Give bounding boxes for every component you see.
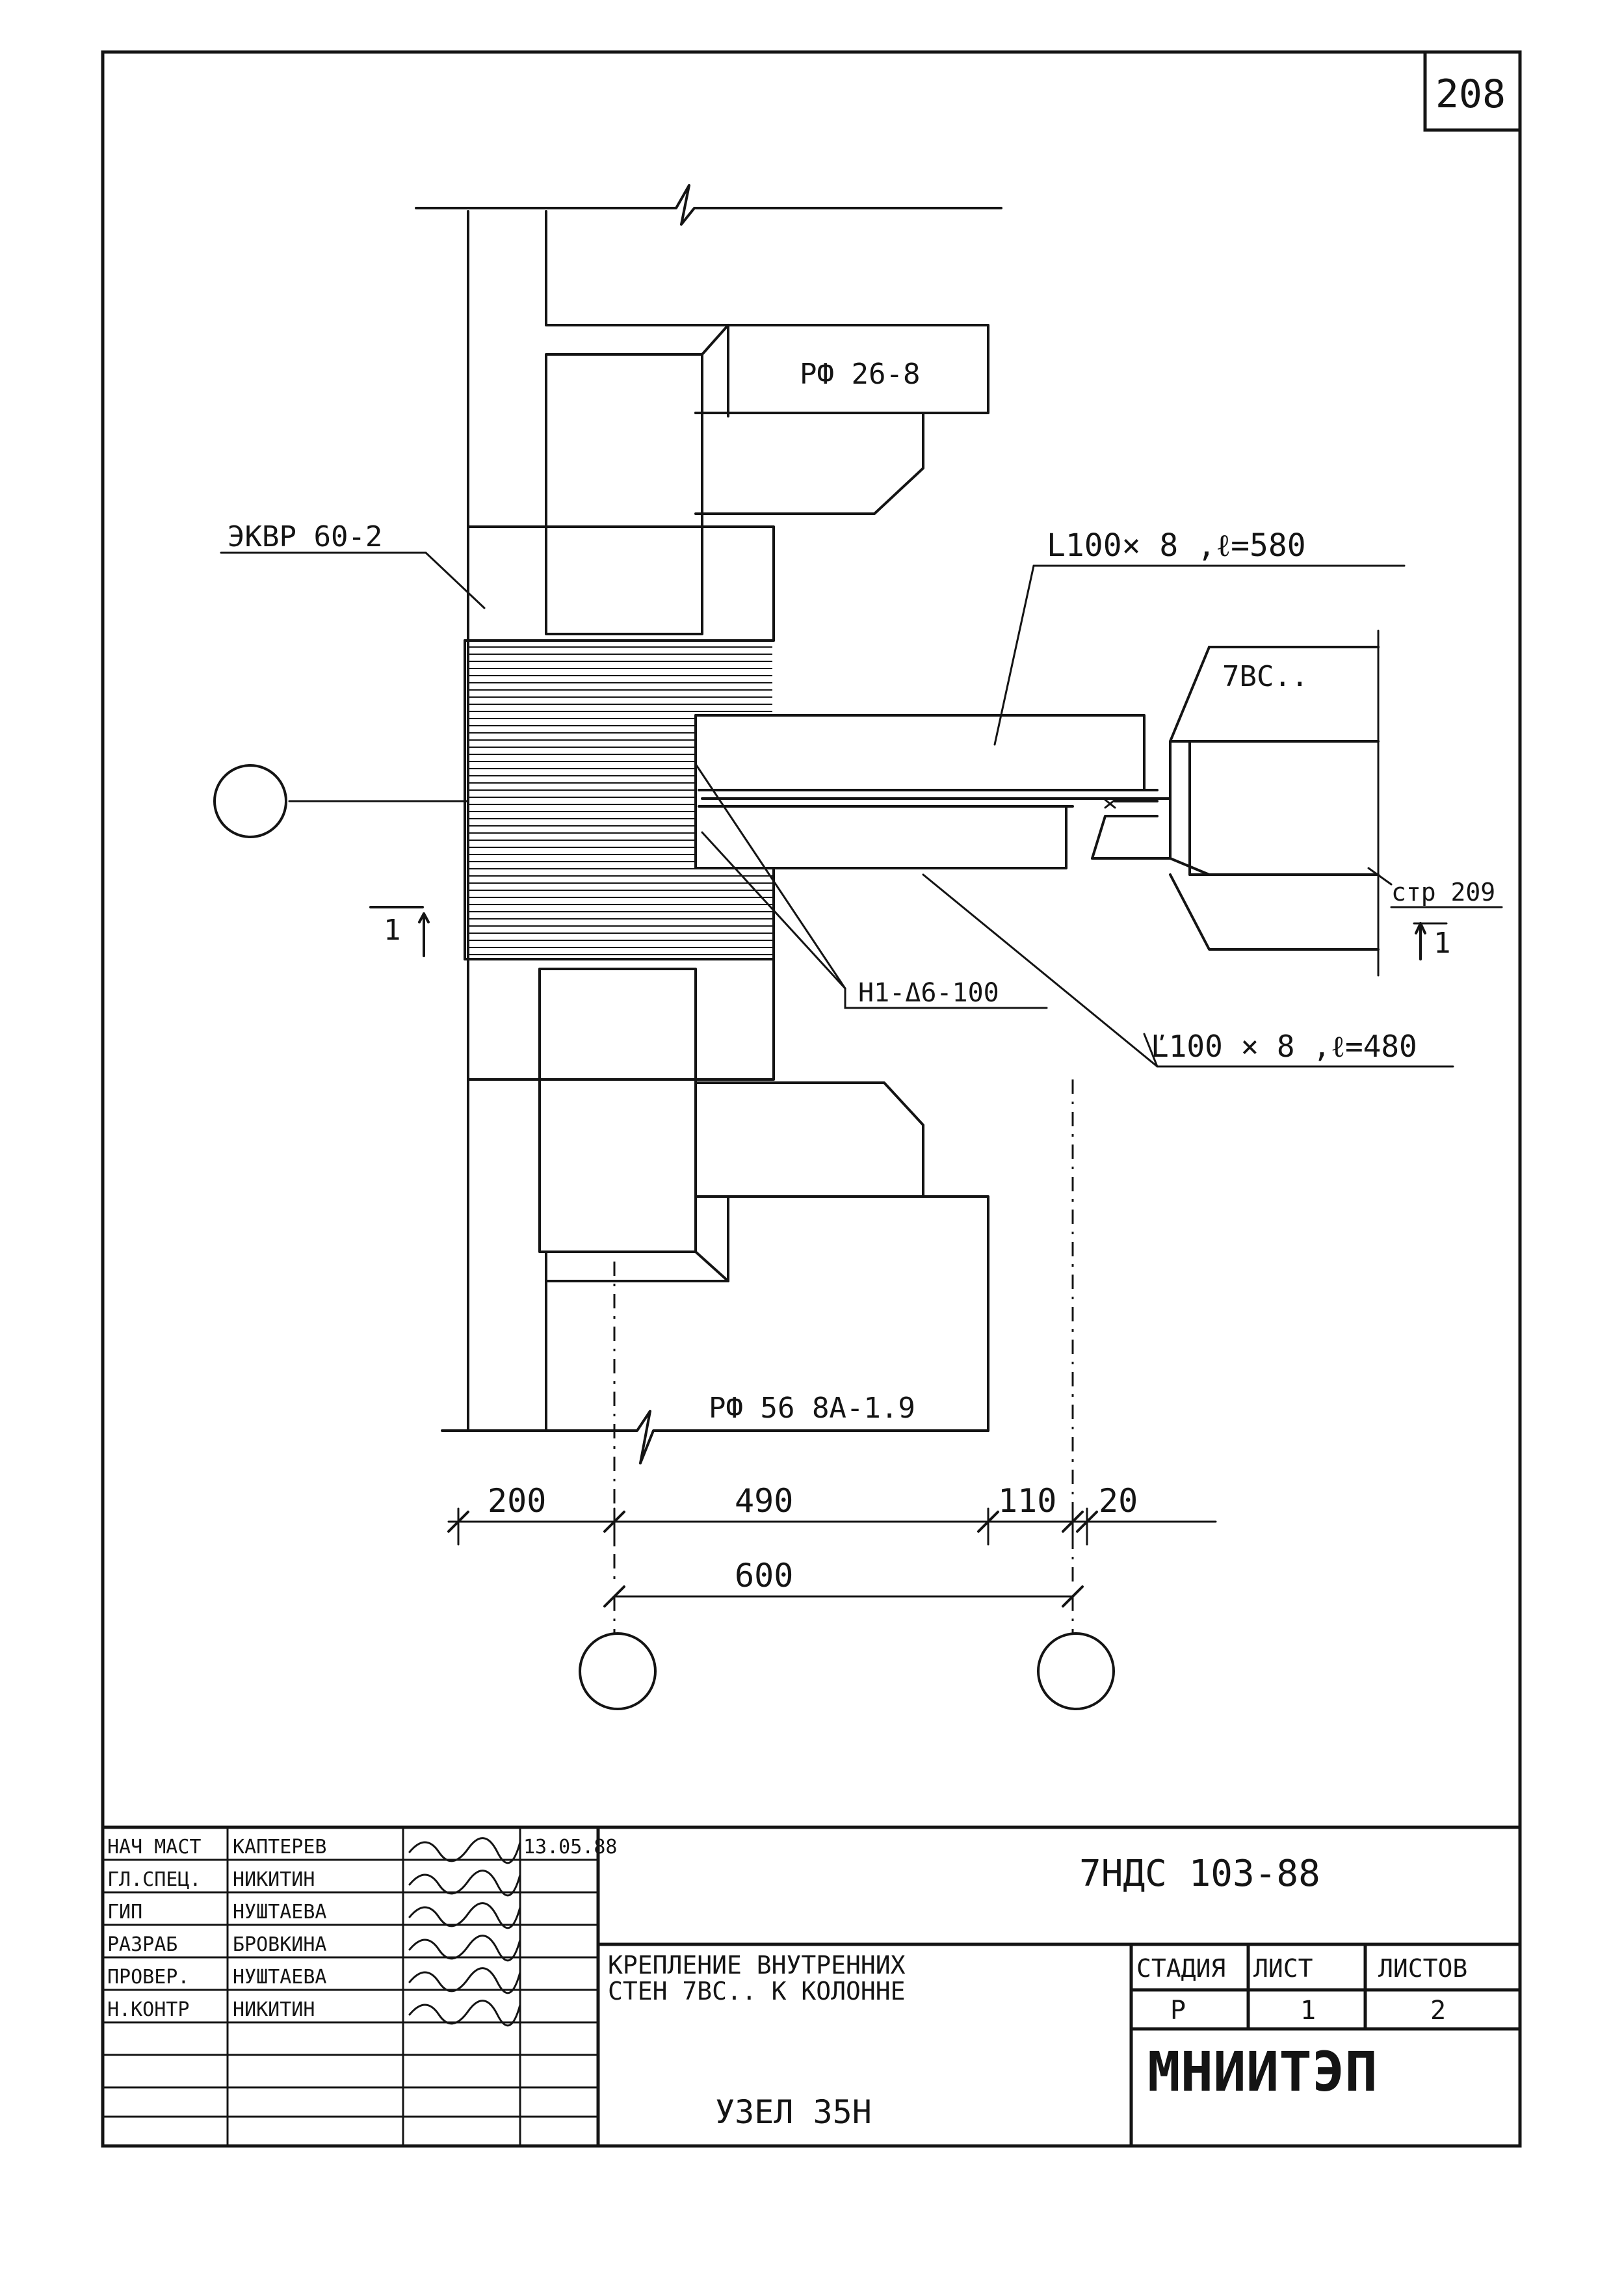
angle-top <box>694 714 1172 869</box>
svg-text:1: 1 <box>1434 927 1451 960</box>
title-name: НИКИТИН <box>233 1868 315 1891</box>
section-marker-left: 1 <box>369 906 430 957</box>
label-angle-top: L100× 8 ,ℓ=580 <box>1047 527 1306 564</box>
title-role: ГИП <box>107 1901 142 1924</box>
doc-title-line2: СТЕН 7ВС.. К КОЛОННЕ <box>608 1977 906 2005</box>
sheets-value: 2 <box>1430 1996 1446 2026</box>
title-role: Н.КОНТР <box>107 1998 189 2021</box>
dim-20: 20 <box>1099 1482 1138 1520</box>
title-role: РАЗРАБ <box>107 1933 177 1956</box>
signature <box>408 1902 521 1929</box>
grid-axis-circle-bottom-right <box>1037 1632 1115 1710</box>
grout-hatch <box>467 646 772 955</box>
label-see-sheet: стр 209 <box>1391 878 1495 906</box>
label-rf-bottom: РФ 56 8А-1.9 <box>709 1392 915 1425</box>
dim-490: 490 <box>735 1482 793 1520</box>
label-weld: Н1-Δ6-100 <box>858 978 999 1008</box>
dimension-chain: 200 490 110 20 600 <box>447 1482 1217 1608</box>
sheet-value: 1 <box>1300 1996 1316 2026</box>
stage-value: Р <box>1170 1996 1186 2026</box>
title-name: НУШТАЕВА <box>233 1966 327 1989</box>
title-role: НАЧ МАСТ <box>107 1836 202 1859</box>
title-role: ПРОВЕР. <box>107 1966 189 1989</box>
column <box>467 525 775 1081</box>
sheet-number-box: 208 <box>1423 52 1520 132</box>
signature <box>408 1837 521 1864</box>
title-date: 13.05.88 <box>523 1836 618 1859</box>
signature <box>408 2000 521 2027</box>
doc-code: 7НДС 103-88 <box>1079 1853 1320 1895</box>
sheets-header: ЛИСТОВ <box>1378 1954 1467 1983</box>
signature <box>408 1967 521 1994</box>
grid-axis-circle-bottom-left <box>579 1632 657 1710</box>
wall-panel-7bc <box>1104 629 1380 977</box>
dim-600: 600 <box>735 1557 793 1594</box>
sheet-frame <box>101 50 1522 2148</box>
label-wall-top: 7ВС.. <box>1222 660 1308 693</box>
node-label: УЗЕЛ 35Н <box>715 2093 872 2131</box>
signature <box>408 1935 521 1962</box>
sheet-header: ЛИСТ <box>1253 1954 1313 1983</box>
signature <box>408 1870 521 1897</box>
label-angle-bottom: Ľ100 × 8 ,ℓ=480 <box>1151 1029 1417 1064</box>
title-block <box>101 1825 1520 2147</box>
grid-axis-circle-left <box>213 764 287 838</box>
title-name: НИКИТИН <box>233 1998 315 2021</box>
label-ekvr: ЭКВР 60-2 <box>228 520 382 553</box>
sheet-number: 208 <box>1435 72 1506 117</box>
label-rf-top: РФ 26-8 <box>800 358 920 391</box>
title-name: БРОВКИНА <box>233 1933 327 1956</box>
dim-110: 110 <box>998 1482 1056 1520</box>
title-name: КАПТЕРЕВ <box>233 1836 327 1859</box>
doc-title-line1: КРЕПЛЕНИЕ ВНУТРЕННИХ <box>608 1951 906 1979</box>
dim-200: 200 <box>488 1482 546 1520</box>
svg-text:1: 1 <box>384 914 401 947</box>
title-role: ГЛ.СПЕЦ. <box>107 1868 202 1891</box>
stage-header: СТАДИЯ <box>1136 1954 1225 1983</box>
title-name: НУШТАЕВА <box>233 1901 327 1924</box>
angle-bottom <box>772 805 1172 869</box>
bottom-floor-slab <box>441 968 989 1464</box>
organization: МНИИТЭП <box>1147 2040 1378 2104</box>
top-floor-slab <box>415 184 1002 635</box>
section-marker-right: 1 <box>1413 922 1451 960</box>
